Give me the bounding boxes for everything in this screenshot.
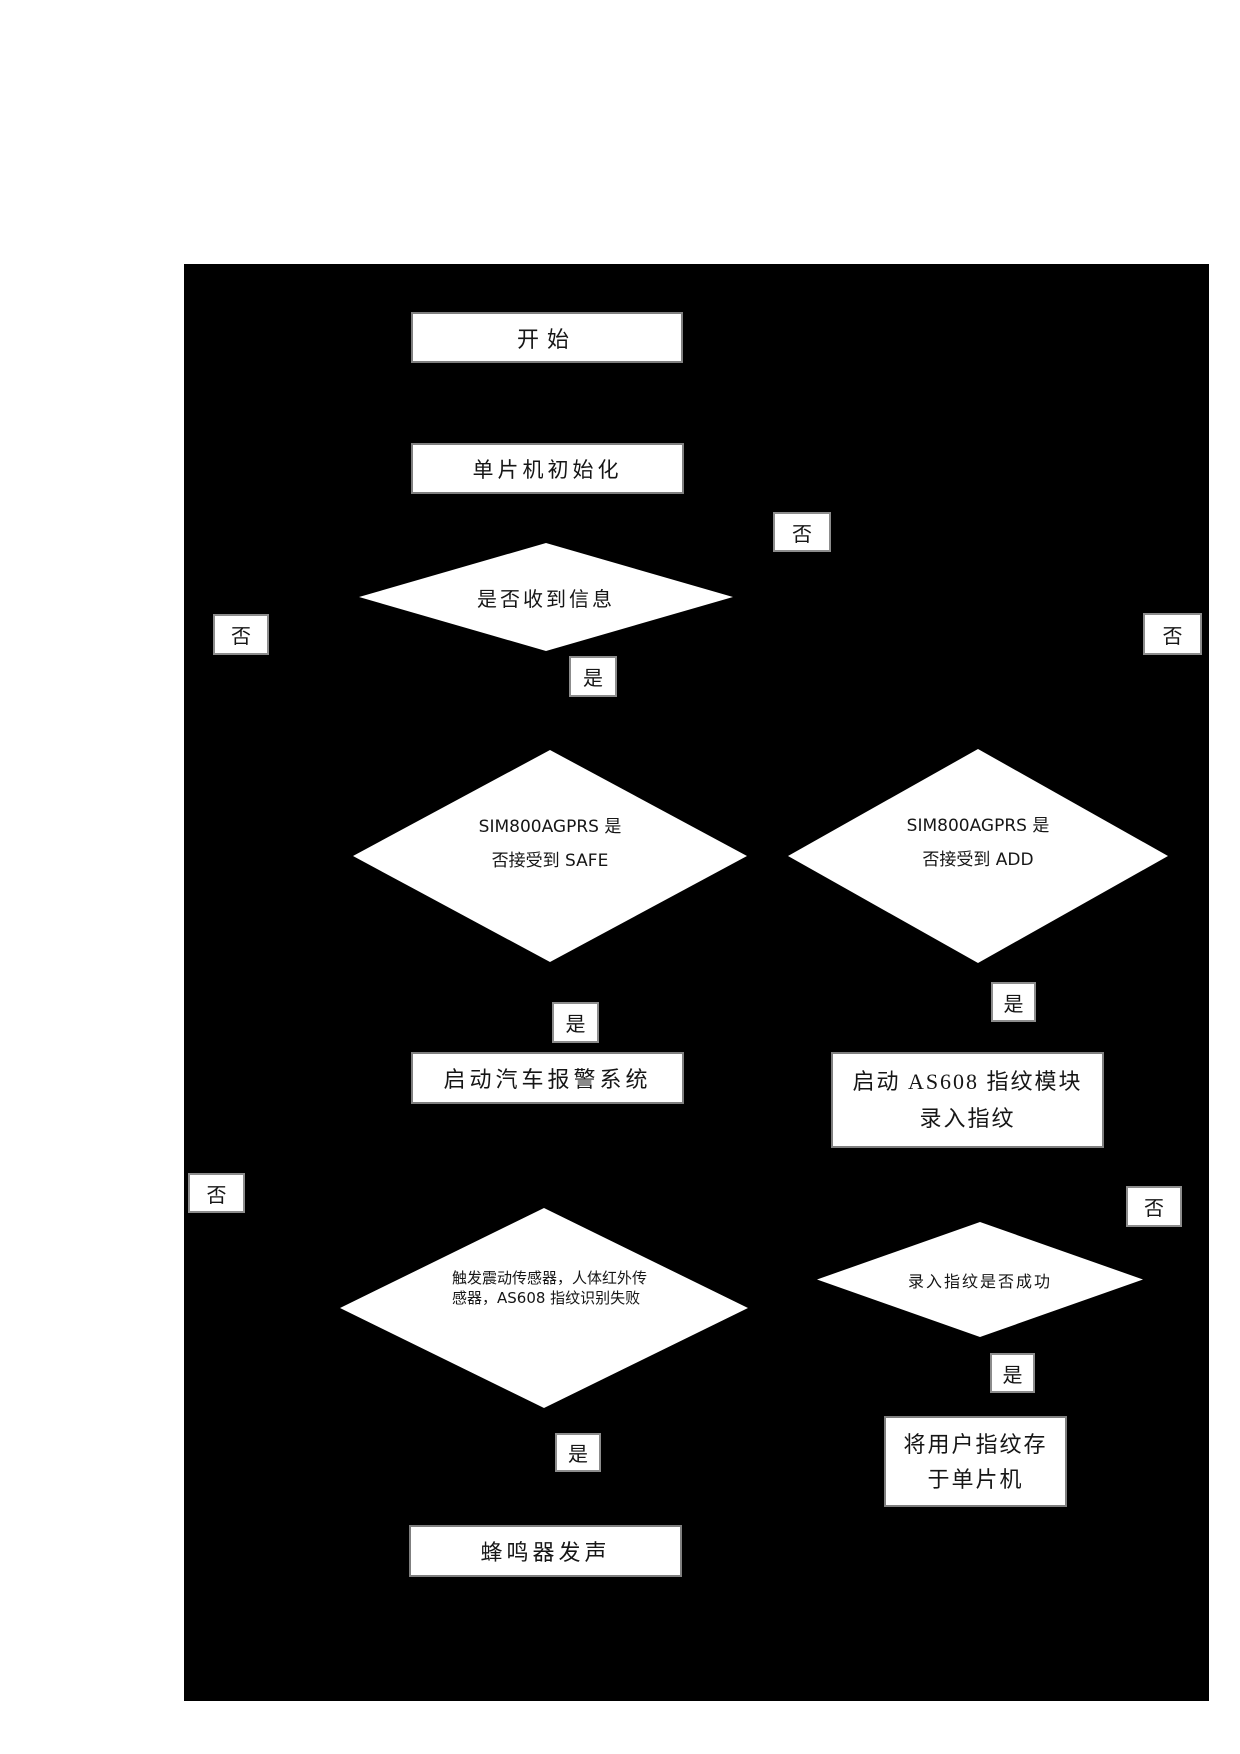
- alarm-node: 启动汽车报警系统: [411, 1052, 684, 1104]
- store-line1: 将用户指纹存: [903, 1431, 1048, 1457]
- flowchart-canvas: 开始 单片机初始化 启动汽车报警系统 启动 AS608 指纹模块 录入指纹 将用…: [184, 264, 1209, 1701]
- add-check-line1: SIM800AGPRS 是: [906, 816, 1050, 836]
- enroll-check-diamond: 录入指纹是否成功: [817, 1222, 1143, 1337]
- receive-check-diamond: 是否收到信息: [359, 543, 733, 651]
- no-label-top-right: 否: [773, 512, 831, 552]
- init-node: 单片机初始化: [411, 443, 684, 494]
- trigger-line1: 触发震动传感器，人体红外传: [452, 1269, 648, 1287]
- no-label-left-2: 否: [188, 1173, 245, 1213]
- no-label-left-1: 否: [213, 614, 269, 655]
- yes-label-receive: 是: [569, 656, 617, 697]
- trigger-line2: 感器，AS608 指纹识别失败: [452, 1289, 641, 1307]
- yes-label-enroll: 是: [990, 1353, 1035, 1393]
- add-check-line2: 否接受到 ADD: [922, 850, 1034, 870]
- yes-label-trigger: 是: [555, 1433, 601, 1472]
- safe-check-line2: 否接受到 SAFE: [491, 851, 609, 871]
- safe-check-line1: SIM800AGPRS 是: [478, 817, 622, 837]
- start-node: 开始: [411, 312, 683, 363]
- yes-label-add: 是: [991, 982, 1036, 1022]
- add-check-diamond: SIM800AGPRS 是 否接受到 ADD: [788, 749, 1168, 963]
- as608-line2: 录入指纹: [919, 1106, 1016, 1131]
- store-line2: 于单片机: [927, 1466, 1024, 1492]
- no-label-right-2: 否: [1126, 1186, 1182, 1227]
- trigger-diamond: 触发震动传感器，人体红外传 感器，AS608 指纹识别失败: [340, 1208, 748, 1408]
- as608-node: 启动 AS608 指纹模块 录入指纹: [831, 1052, 1104, 1148]
- buzzer-node: 蜂鸣器发声: [409, 1525, 682, 1577]
- safe-check-diamond: SIM800AGPRS 是 否接受到 SAFE: [353, 750, 747, 962]
- as608-line1: 启动 AS608 指纹模块: [852, 1069, 1083, 1094]
- store-node: 将用户指纹存 于单片机: [884, 1416, 1067, 1507]
- no-label-right-1: 否: [1143, 613, 1202, 655]
- yes-label-safe: 是: [552, 1002, 599, 1043]
